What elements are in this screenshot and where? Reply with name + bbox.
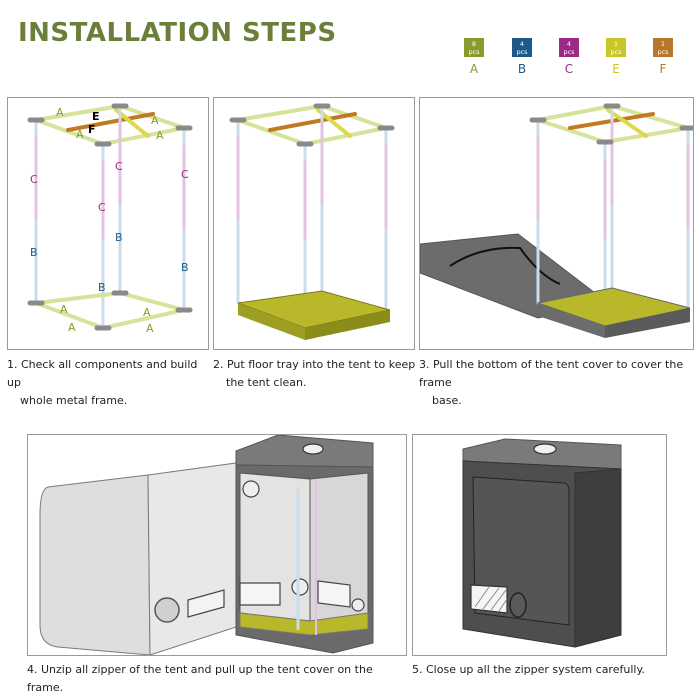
step-3-line-2: base.: [432, 394, 462, 407]
legend-count-f: 1: [660, 40, 666, 48]
legend-count-e: 1: [613, 40, 619, 48]
legend-item-c: 4 pcs C: [558, 38, 580, 76]
legend-unit-f: pcs: [657, 48, 669, 56]
closed-tent-illustration: [462, 438, 622, 648]
legend-count-c: 4: [566, 40, 572, 48]
frame-label-b: B: [98, 281, 106, 294]
step-1-caption: 1. Check all components and build up who…: [7, 356, 211, 410]
frame-label-f: F: [88, 123, 96, 136]
legend-item-f: 1 pcs F: [652, 38, 674, 76]
frame-label-b: B: [115, 231, 123, 244]
legend-count-a: 8: [471, 40, 477, 48]
frame-label-a: A: [143, 306, 151, 319]
legend-unit-b: pcs: [516, 48, 528, 56]
legend-swatch-c: 4 pcs: [559, 38, 579, 57]
step-3-line-1: 3. Pull the bottom of the tent cover to …: [419, 358, 684, 389]
page-title: INSTALLATION STEPS: [18, 18, 337, 48]
step-4-line-1: 4. Unzip all zipper of the tent and pull…: [27, 663, 373, 694]
legend-letter-b: B: [517, 62, 527, 76]
step-5-line-1: 5. Close up all the zipper system carefu…: [412, 663, 645, 676]
step-5-panel: [412, 434, 667, 656]
legend-swatch-b: 4 pcs: [512, 38, 532, 57]
legend-unit-c: pcs: [563, 48, 575, 56]
frame-label-b: B: [30, 246, 38, 259]
legend-item-e: 1 pcs E: [605, 38, 627, 76]
step-1-line-1: 1. Check all components and build up: [7, 358, 198, 389]
step-4-caption: 4. Unzip all zipper of the tent and pull…: [27, 661, 411, 697]
step-1-line-2: whole metal frame.: [20, 394, 128, 407]
frame-label-a: A: [60, 303, 68, 316]
frame-label-c: C: [98, 201, 106, 214]
legend-item-b: 4 pcs B: [511, 38, 533, 76]
legend-item-a: 8 pcs A: [463, 38, 485, 76]
frame-label-a: A: [146, 322, 154, 335]
frame-label-a: A: [76, 128, 84, 141]
legend-letter-c: C: [564, 62, 574, 76]
legend-unit-e: pcs: [610, 48, 622, 56]
legend-count-b: 4: [519, 40, 525, 48]
floor-tray-illustration: [229, 103, 395, 340]
cover-base-illustration: [420, 103, 693, 338]
legend-letter-a: A: [469, 62, 479, 76]
unzipped-tent-illustration: [39, 435, 374, 655]
legend-swatch-f: 1 pcs: [653, 38, 673, 57]
legend-swatch-e: 1 pcs: [606, 38, 626, 57]
legend-letter-e: E: [612, 62, 620, 76]
frame-label-c: C: [181, 168, 189, 181]
step-4-panel: [27, 434, 407, 656]
step-2-panel: [213, 97, 415, 350]
step-1-panel: A A A A E F C C C C B B B B A A A A: [7, 97, 209, 350]
frame-label-b: B: [181, 261, 189, 274]
frame-label-a: A: [56, 106, 64, 119]
frame-label-a: A: [68, 321, 76, 334]
step-2-line-2: the tent clean.: [226, 376, 307, 389]
step-2-line-1: 2. Put floor tray into the tent to keep: [213, 358, 416, 371]
step-3-caption: 3. Pull the bottom of the tent cover to …: [419, 356, 699, 410]
legend-unit-a: pcs: [468, 48, 480, 56]
frame-assembly-illustration: A A A A E F C C C C B B B B A A A A: [27, 103, 193, 335]
frame-label-a: A: [156, 129, 164, 142]
step-2-caption: 2. Put floor tray into the tent to keep …: [213, 356, 417, 392]
legend-swatch-a: 8 pcs: [464, 38, 484, 57]
legend-letter-f: F: [659, 62, 667, 76]
frame-label-c: C: [115, 160, 123, 173]
step-3-panel: [419, 97, 694, 350]
frame-label-e: E: [92, 110, 100, 123]
frame-label-a: A: [151, 114, 159, 127]
step-5-caption: 5. Close up all the zipper system carefu…: [412, 661, 682, 679]
frame-label-c: C: [30, 173, 38, 186]
